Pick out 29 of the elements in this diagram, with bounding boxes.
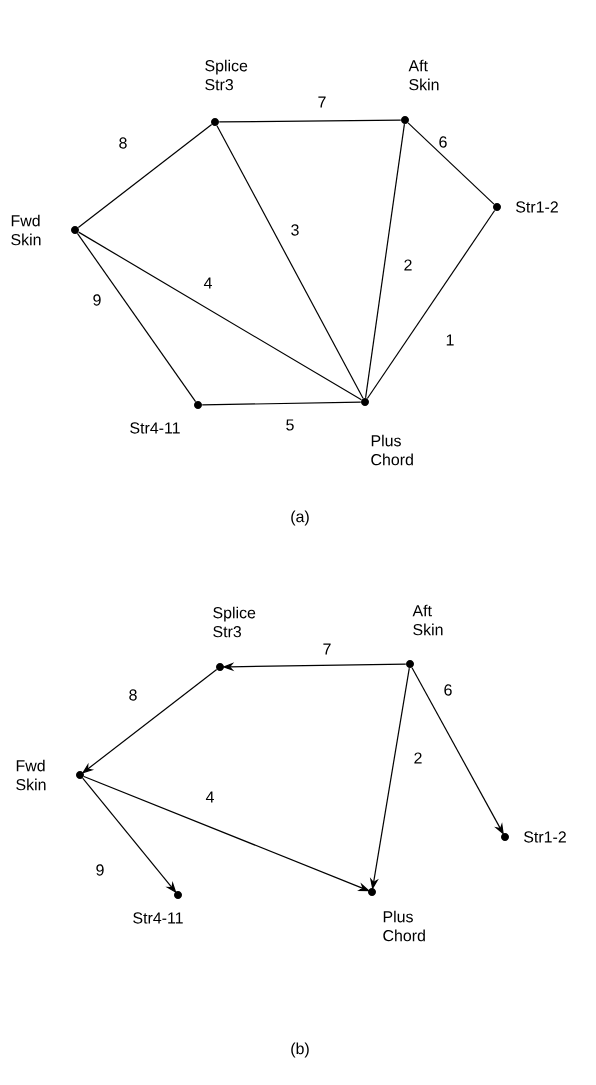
- edge-label: 5: [284, 418, 296, 432]
- edge-label: 2: [412, 751, 424, 765]
- edge-label: 7: [316, 95, 328, 109]
- node-label: Plus Chord: [371, 434, 413, 466]
- edge-label: 9: [94, 863, 106, 877]
- node-label: Splice Str3: [205, 59, 248, 91]
- caption: (a): [291, 510, 309, 526]
- edge-label: 4: [204, 790, 216, 804]
- edge-label: 6: [437, 135, 449, 149]
- caption: (b): [291, 1042, 309, 1058]
- node-label: Str4-11: [133, 912, 183, 924]
- edge-label: 2: [402, 258, 414, 272]
- edge-label: 4: [202, 276, 214, 290]
- node-label: Aft Skin: [412, 604, 443, 636]
- edge-label: 7: [321, 642, 333, 656]
- edge-label: 9: [91, 293, 103, 307]
- node-label: Str1-2: [516, 201, 558, 213]
- edge-label: 6: [442, 683, 454, 697]
- edge-label: 1: [444, 333, 456, 347]
- node-label: Plus Chord: [383, 910, 425, 942]
- node-label: Str1-2: [524, 831, 566, 843]
- edge-label: 8: [127, 688, 139, 702]
- node-label: Aft Skin: [408, 59, 439, 91]
- edge-label: 3: [289, 223, 301, 237]
- node-label: Str4-11: [130, 422, 180, 434]
- node-label: Fwd Skin: [16, 759, 46, 791]
- node-label: Fwd Skin: [11, 214, 41, 246]
- node-label: Splice Str3: [213, 606, 256, 638]
- edge-label: 8: [117, 136, 129, 150]
